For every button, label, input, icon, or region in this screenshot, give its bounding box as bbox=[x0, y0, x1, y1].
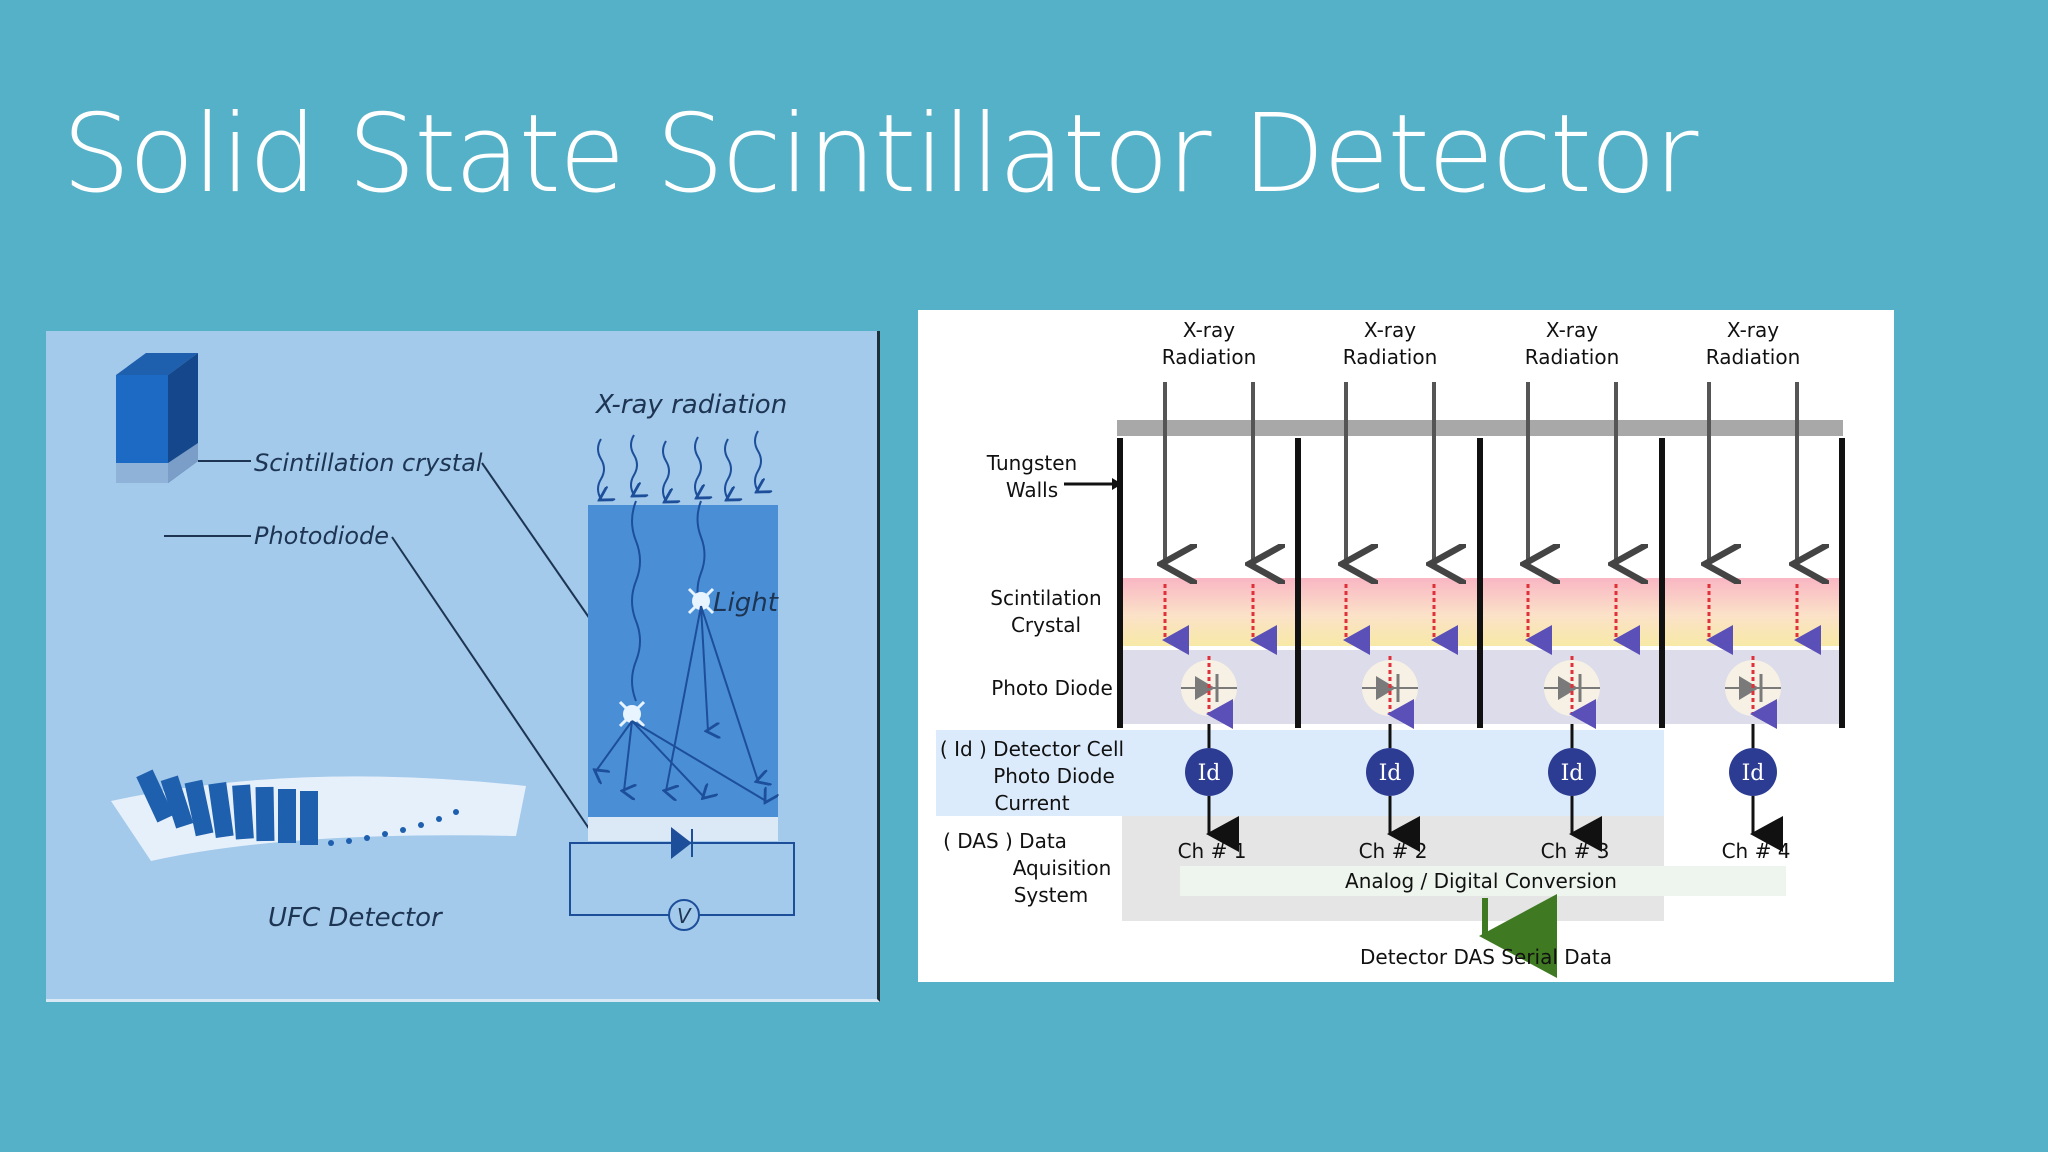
xray-radiation-label-line2: Radiation bbox=[1343, 345, 1438, 369]
detector-cell-current-label: Id bbox=[1379, 761, 1402, 786]
tungsten-walls-label: Tungsten bbox=[986, 451, 1077, 475]
meter-symbol: V bbox=[677, 904, 692, 928]
das-label: ( DAS ) Data bbox=[943, 829, 1067, 853]
scintillation-crystal-label: Scintillation crystal bbox=[254, 449, 483, 477]
slide-title: Solid State Scintillator Detector bbox=[62, 92, 1698, 217]
xray-radiation-label-line2: Radiation bbox=[1525, 345, 1620, 369]
light-flash-icon bbox=[687, 587, 715, 615]
das-label-line2: Aquisition bbox=[1013, 856, 1112, 880]
xray-radiation-label-line2: Radiation bbox=[1706, 345, 1801, 369]
scintillation-crystal-block bbox=[116, 353, 198, 483]
detector-cell-label-line2: Photo Diode bbox=[993, 764, 1115, 788]
tungsten-walls bbox=[1117, 438, 1845, 728]
xray-radiation-label: X-ray bbox=[1546, 318, 1598, 342]
xray-radiation-label: X-ray bbox=[1364, 318, 1416, 342]
conversion-label: Analog / Digital Conversion bbox=[1345, 869, 1617, 893]
output-label: Detector DAS Serial Data bbox=[1360, 945, 1612, 969]
tungsten-top-bar bbox=[1117, 420, 1843, 436]
photo-diode-label: Photo Diode bbox=[991, 676, 1113, 700]
das-label-line3: System bbox=[1014, 883, 1089, 907]
detector-cell-label: ( Id ) Detector Cell bbox=[940, 737, 1124, 761]
channel-label: Ch # 3 bbox=[1541, 839, 1610, 863]
photodiode-label: Photodiode bbox=[254, 522, 389, 550]
detector-cell-current-label: Id bbox=[1198, 761, 1221, 786]
xray-arrows bbox=[598, 430, 761, 702]
channel-label: Ch # 1 bbox=[1178, 839, 1247, 863]
ufc-detector-label: UFC Detector bbox=[268, 903, 444, 933]
detector-cell-current-label: Id bbox=[1742, 761, 1765, 786]
xray-radiation-label: X-ray radiation bbox=[594, 390, 787, 420]
xray-radiation-label-line2: Radiation bbox=[1162, 345, 1257, 369]
light-label: Light bbox=[713, 588, 779, 618]
detector-cell-label-line3: Current bbox=[994, 791, 1069, 815]
ufc-detector-elements bbox=[136, 769, 318, 845]
detector-cell-current-badge bbox=[1366, 748, 1414, 796]
light-flash-icon bbox=[618, 700, 646, 728]
channel-label: Ch # 2 bbox=[1359, 839, 1428, 863]
left-detector-diagram: Scintillation crystal Photodiode X-ray r… bbox=[46, 331, 880, 1002]
tungsten-walls-label-line2: Walls bbox=[1006, 478, 1058, 502]
detector-cell-current-badge bbox=[1729, 748, 1777, 796]
detector-cell-current-badge bbox=[1548, 748, 1596, 796]
tungsten-pointer-arrowhead bbox=[1112, 478, 1122, 490]
xray-radiation-label: X-ray bbox=[1183, 318, 1235, 342]
channel-label: Ch # 4 bbox=[1722, 839, 1791, 863]
scintillation-crystal-label-line2: Crystal bbox=[1011, 613, 1081, 637]
xray-radiation-label: X-ray bbox=[1727, 318, 1779, 342]
light-ray-arrows bbox=[596, 605, 766, 801]
detector-cell-band bbox=[936, 730, 1664, 816]
ufc-detector-dots bbox=[328, 809, 459, 846]
scintillation-crystal-label: Scintilation bbox=[990, 586, 1101, 610]
detector-cell-current-label: Id bbox=[1561, 761, 1584, 786]
right-detector-diagram: Tungsten Walls Scintilation Crystal Phot… bbox=[918, 310, 1894, 982]
detector-cell-current-badge bbox=[1185, 748, 1233, 796]
conversion-band bbox=[1180, 866, 1786, 896]
diode-circuit bbox=[569, 826, 795, 931]
crystal-cross-section bbox=[588, 505, 778, 817]
